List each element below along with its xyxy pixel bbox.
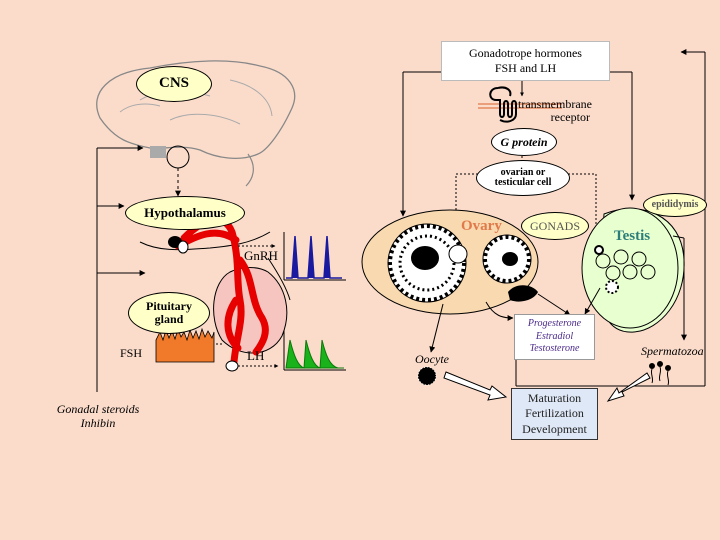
gnrh-label: GnRH [244, 248, 278, 263]
outcome-box: Maturation Fertilization Development [511, 388, 598, 440]
hypothalamus-outline [139, 231, 271, 251]
spermatozoa-cells [649, 361, 671, 386]
sperm-to-outcome-arrow [606, 372, 651, 402]
gonadotrope-hormones-box: Gonadotrope hormones FSH and LH [441, 41, 610, 81]
hypothalamus-region [150, 146, 166, 158]
lh-pulse-chart [283, 330, 346, 371]
fsh-label: FSH [120, 346, 143, 360]
testis-label: Testis [614, 228, 651, 244]
testis [581, 207, 685, 333]
gnrh-pulse-chart [283, 232, 346, 281]
transmembrane-receptor-label: transmembrane receptor [518, 97, 592, 125]
zoom-circle [166, 145, 190, 169]
pituitary-label: Pituitary gland [128, 292, 210, 334]
ovary-label: Ovary [461, 218, 502, 234]
epididymis-label: epididymis [643, 193, 707, 217]
spermatozoa-label: Spermatozoa [641, 344, 704, 358]
lh-label: LH [247, 348, 265, 363]
gonadal-steroids-label: Gonadal steroids Inhibin [56, 402, 140, 431]
g-protein-label: G protein [491, 128, 557, 156]
oocyte-cell [417, 366, 437, 386]
oocyte-label: Oocyte [415, 352, 449, 366]
cns-label: CNS [136, 66, 212, 102]
hypothalamus-label: Hypothalamus [125, 196, 245, 230]
steroids-box: Progesterone Estradiol Testosterone [514, 314, 595, 360]
ovary [361, 209, 539, 315]
transmembrane-receptor [478, 86, 562, 123]
cell-label: ovarian or testicular cell [476, 160, 570, 196]
gonads-label: GONADS [521, 212, 589, 240]
fsh-profile-chart [155, 327, 215, 363]
oocyte-to-outcome-arrow [443, 371, 508, 401]
